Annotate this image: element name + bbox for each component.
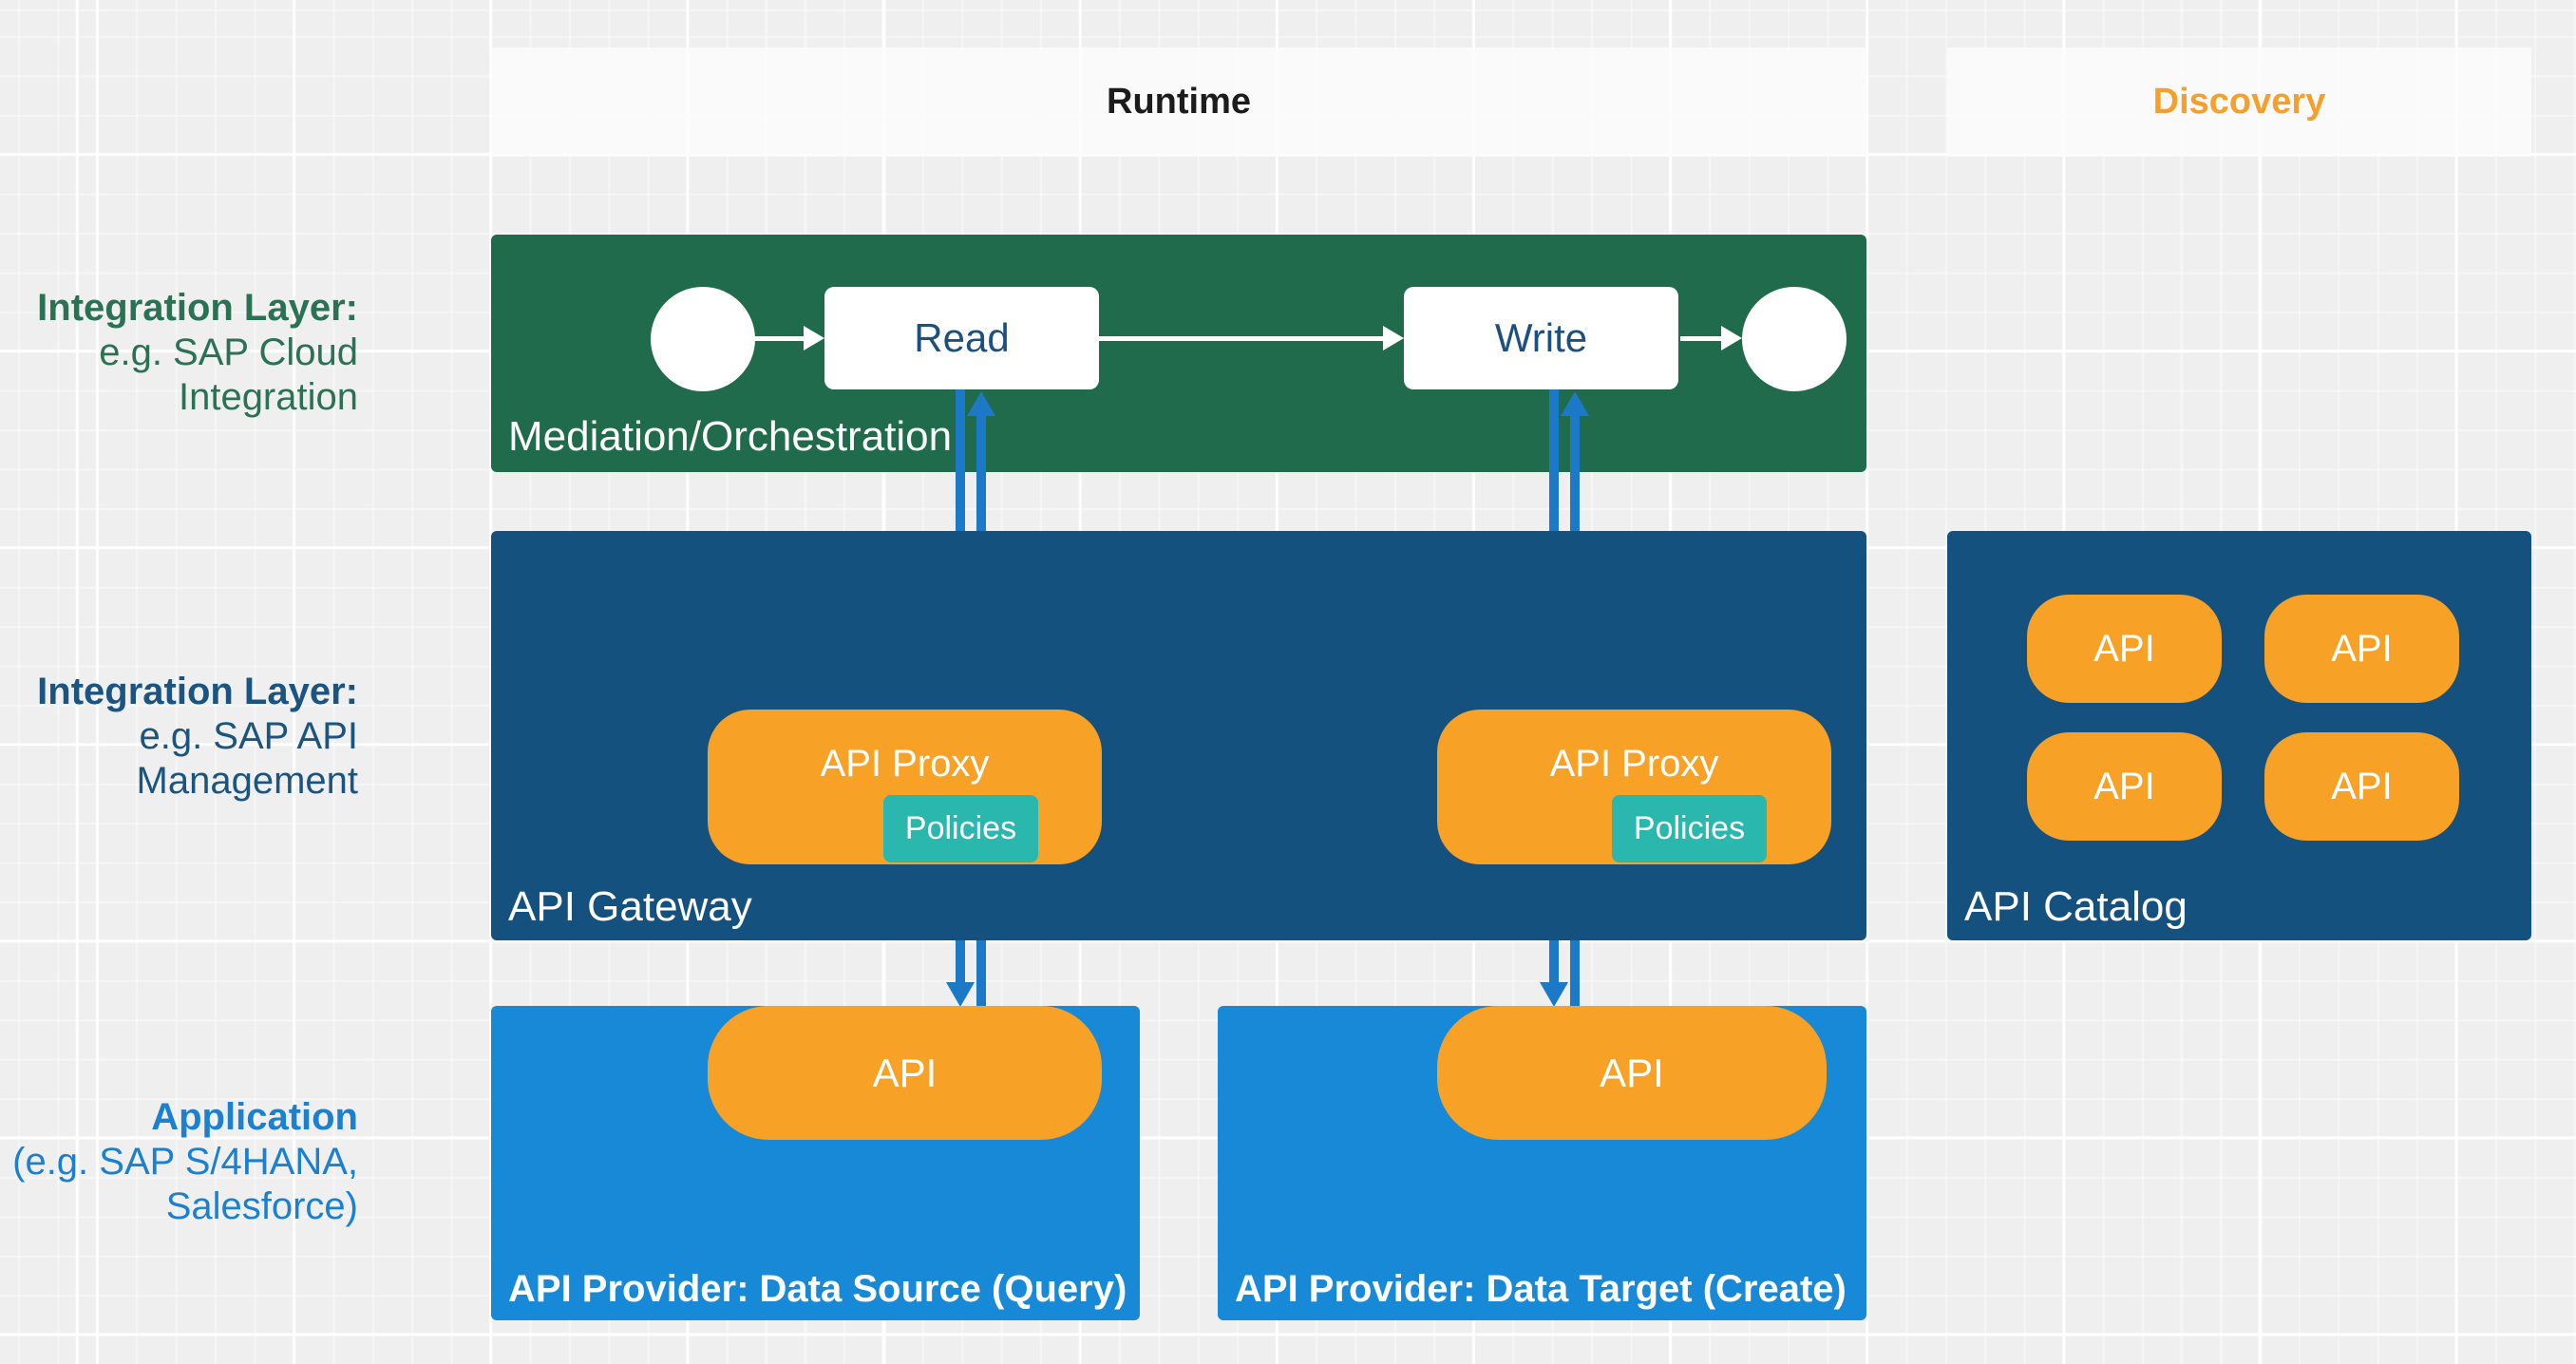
mediation-box-label: Mediation/Orchestration — [508, 413, 953, 460]
api-pill-label: API — [1600, 1050, 1664, 1095]
api-pill-label: API — [2093, 627, 2155, 670]
row-label-application: Application (e.g. SAP S/4HANA, Salesforc… — [12, 1095, 358, 1229]
api-provider-target-box: API API Provider: Data Target (Create) — [1218, 1006, 1866, 1320]
api-pill-label: API — [2093, 765, 2155, 807]
api-proxy-label: API Proxy — [1549, 743, 1719, 785]
write-task-box: Write — [1404, 287, 1678, 389]
api-pill-label: API — [2331, 765, 2393, 807]
row-label-line: Management — [136, 760, 358, 802]
api-pill: API — [2027, 732, 2222, 841]
api-pill: API — [2027, 595, 2222, 703]
row-label-line: (e.g. SAP S/4HANA, — [12, 1141, 358, 1183]
discovery-column-band: Discovery — [1947, 47, 2531, 157]
api-gateway-box: API Proxy Policies API Proxy Policies AP… — [491, 531, 1866, 940]
policies-chip: Policies — [1612, 795, 1767, 862]
row-label-title: Integration Layer: — [37, 671, 358, 712]
row-label-integration-cloud: Integration Layer: e.g. SAP Cloud Integr… — [37, 286, 358, 420]
arrow-up-head-icon — [1561, 391, 1589, 416]
read-task-box: Read — [824, 287, 1099, 389]
bpmn-end-event-circle — [1742, 287, 1847, 391]
policies-chip: Policies — [883, 795, 1038, 862]
runtime-column-band: Runtime — [491, 47, 1866, 157]
row-label-line: Integration — [178, 376, 358, 418]
bpmn-start-event-circle — [651, 287, 755, 391]
arrow-up-line-api-to-proxy — [1570, 891, 1580, 1006]
api-pill: API — [708, 1006, 1102, 1140]
api-proxy-label: API Proxy — [820, 743, 990, 785]
row-label-line: e.g. SAP API — [139, 715, 358, 757]
arrow-up-head-icon — [967, 391, 995, 416]
discovery-label: Discovery — [2152, 82, 2326, 122]
flow-arrow-icon — [804, 326, 824, 350]
arrow-up-line-api-to-proxy — [976, 891, 986, 1006]
api-catalog-label: API Catalog — [1964, 883, 2188, 930]
flow-connector-line — [1680, 336, 1721, 341]
api-pill-label: API — [872, 1050, 938, 1095]
row-label-title: Integration Layer: — [37, 287, 358, 329]
policies-label: Policies — [904, 810, 1017, 846]
api-catalog-box: API API API API API Catalog — [1947, 531, 2531, 940]
api-pill: API — [2264, 732, 2459, 841]
flow-connector-line — [753, 336, 804, 341]
arrow-down-head-icon — [1540, 982, 1568, 1007]
api-provider-target-label: API Provider: Data Target (Create) — [1235, 1268, 1847, 1310]
api-provider-source-box: API API Provider: Data Source (Query) — [491, 1006, 1140, 1320]
row-label-integration-apim: Integration Layer: e.g. SAP API Manageme… — [37, 670, 358, 804]
api-gateway-label: API Gateway — [508, 883, 752, 930]
arrow-down-head-icon — [946, 982, 975, 1007]
row-label-line: Salesforce) — [165, 1185, 358, 1227]
api-pill: API — [2264, 595, 2459, 703]
api-pill-label: API — [2331, 627, 2393, 670]
row-label-line: e.g. SAP Cloud — [99, 332, 358, 373]
policies-label: Policies — [1633, 810, 1746, 846]
runtime-label: Runtime — [1107, 82, 1251, 122]
mediation-orchestration-box: Read Write Mediation/Orchestration — [491, 235, 1866, 472]
read-task-label: Read — [914, 315, 1010, 360]
api-provider-source-label: API Provider: Data Source (Query) — [508, 1268, 1127, 1310]
flow-arrow-icon — [1721, 326, 1742, 350]
row-label-title: Application — [151, 1096, 358, 1138]
flow-arrow-icon — [1383, 326, 1404, 350]
api-pill: API — [1437, 1006, 1827, 1140]
write-task-label: Write — [1494, 315, 1588, 360]
flow-connector-line — [1099, 336, 1383, 341]
